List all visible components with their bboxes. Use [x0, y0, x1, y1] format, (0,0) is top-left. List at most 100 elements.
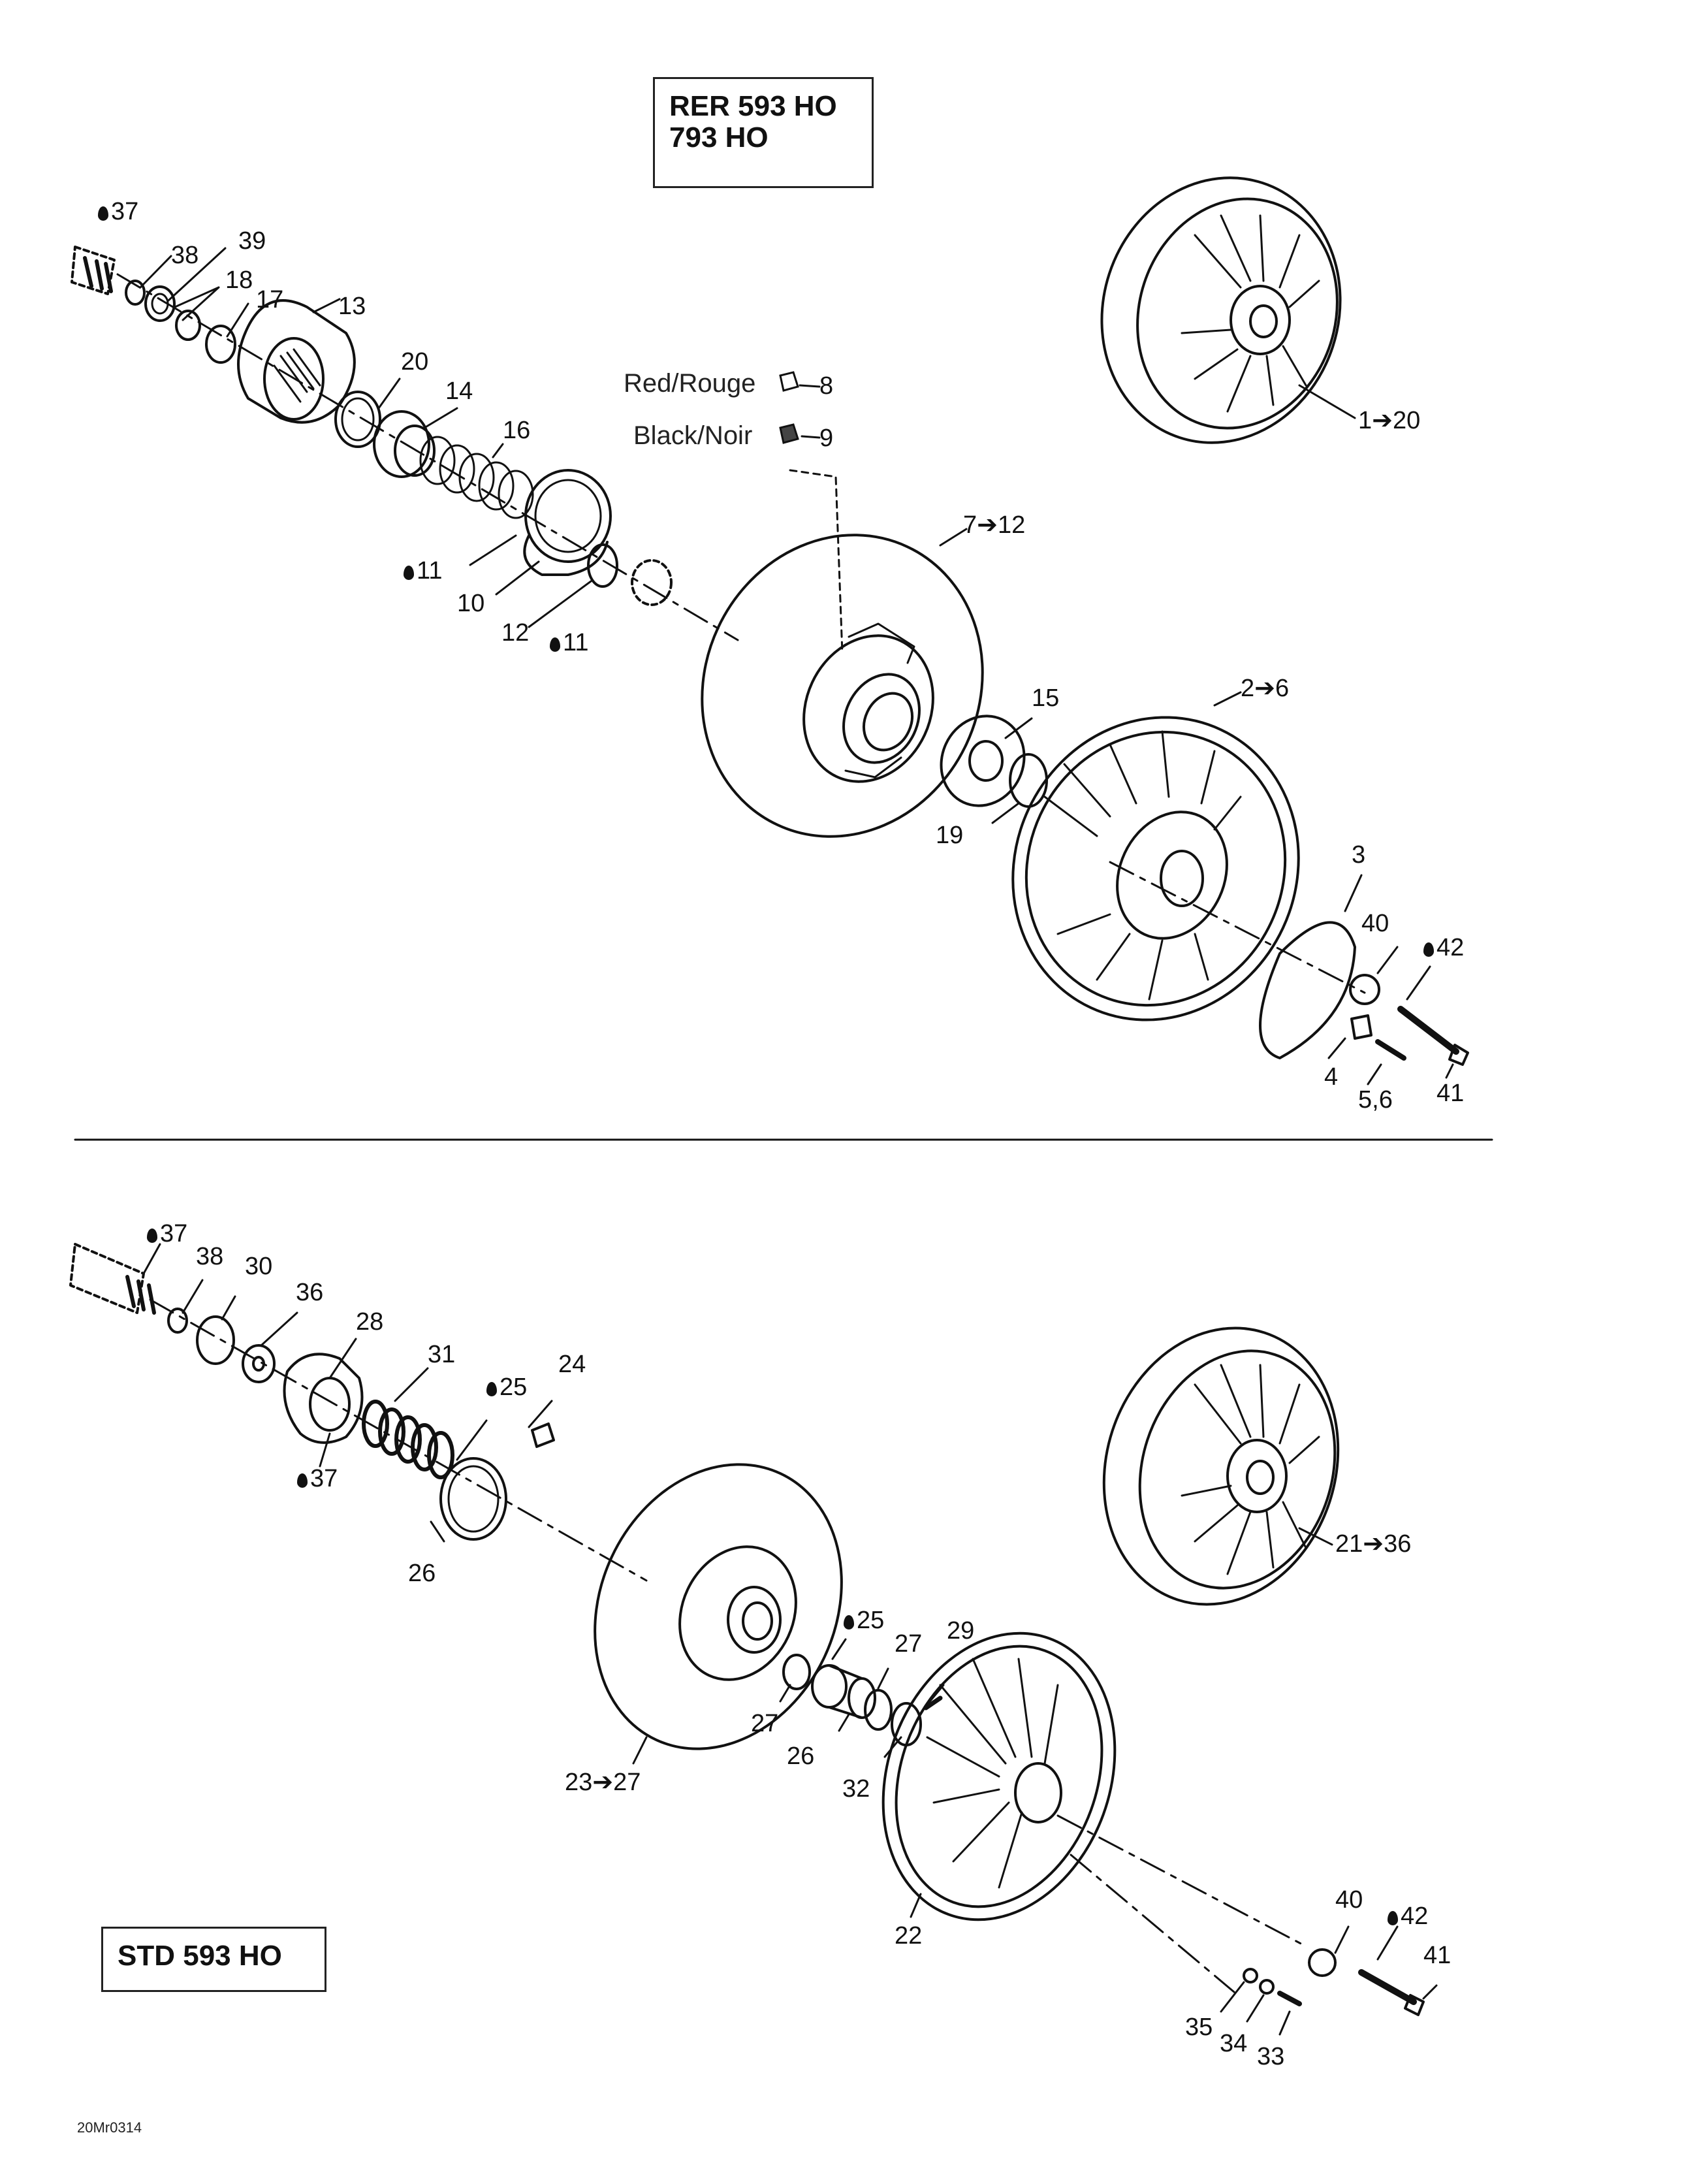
callout-c37b: 37 — [147, 1221, 187, 1246]
callout-c4t: 4 — [1324, 1065, 1338, 1089]
model-line-top-2: 793 HO — [669, 121, 769, 153]
callout-number: 42 — [1436, 934, 1465, 961]
washer-38-b — [167, 1308, 188, 1334]
callout-c18t: 18 — [225, 268, 253, 293]
cover-3 — [1259, 921, 1356, 1059]
callout-number: 24 — [558, 1351, 586, 1378]
ring-18 — [175, 310, 201, 341]
callout-c17t: 17 — [256, 287, 283, 312]
callout-number: 41 — [1436, 1080, 1465, 1107]
callout-number: 15 — [1032, 684, 1060, 712]
callout-number: 35 — [1185, 2014, 1213, 2041]
lubricant-drop-icon — [404, 566, 414, 580]
model-line-bottom-1: STD 593 HO — [118, 1940, 282, 1972]
lubricant-drop-icon — [550, 637, 560, 652]
cup-26-b — [439, 1457, 507, 1541]
callout-c35b: 35 — [1185, 2015, 1213, 2040]
callout-c41b: 41 — [1423, 1943, 1451, 1968]
callout-c34b: 34 — [1220, 2031, 1247, 2056]
callout-c20t: 20 — [401, 349, 428, 374]
centerline-bottom-3 — [1070, 1854, 1235, 1993]
callout-number: 1➔20 — [1358, 407, 1421, 434]
callout-number: 16 — [503, 417, 531, 444]
callout-c3t: 3 — [1352, 843, 1365, 867]
lubricant-drop-icon — [297, 1473, 308, 1488]
lubricant-drop-icon — [1388, 1911, 1398, 1925]
bushing-14 — [373, 410, 436, 478]
bolt-41-top — [1397, 1006, 1469, 1066]
callout-c29b: 29 — [947, 1618, 974, 1643]
callout-c28b: 28 — [356, 1309, 383, 1334]
assembled-pulley-bottom — [1102, 1326, 1340, 1606]
washer-38 — [125, 280, 146, 306]
callout-c41t: 41 — [1436, 1081, 1464, 1106]
callout-number: 38 — [196, 1243, 224, 1270]
callout-number: 3 — [1352, 841, 1366, 869]
callout-number: 25 — [857, 1607, 885, 1634]
callout-c39t: 39 — [238, 229, 266, 253]
washer-20 — [334, 391, 381, 448]
callout-c11at: 11 — [404, 558, 442, 583]
assembled-pulley-top — [1100, 176, 1342, 444]
callout-number: 7➔12 — [963, 511, 1026, 539]
callout-number: 12 — [501, 619, 530, 647]
callout-c14t: 14 — [445, 379, 473, 404]
callout-number: 34 — [1220, 2030, 1248, 2057]
callout-c13t: 13 — [338, 294, 366, 319]
callout-c10t: 10 — [457, 591, 484, 616]
callout-number: 23➔27 — [565, 1769, 641, 1796]
callout-number: 8 — [819, 372, 834, 400]
callout-c11bt: 11 — [550, 630, 588, 655]
callout-number: 11 — [563, 629, 589, 656]
color-label-red: Red/Rouge — [624, 369, 756, 398]
washer-15 — [940, 715, 1026, 807]
callout-c23to27: 23➔27 — [565, 1770, 641, 1795]
centerline-top-2 — [1109, 861, 1366, 994]
color-label-black: Black/Noir — [633, 421, 753, 450]
callout-c15t: 15 — [1032, 686, 1059, 711]
shaft-end-bottom — [69, 1243, 156, 1315]
model-box-top: RER 593 HO 793 HO — [653, 77, 874, 188]
callout-number: 33 — [1257, 2043, 1285, 2070]
callout-c26ab: 26 — [408, 1561, 436, 1586]
lubricant-drop-icon — [98, 206, 108, 221]
callout-number: 27 — [751, 1710, 779, 1737]
callout-number: 26 — [408, 1560, 436, 1587]
callout-c9t: 9 — [819, 426, 833, 451]
callout-number: 31 — [428, 1341, 456, 1368]
lubricant-drop-icon — [486, 1382, 497, 1396]
callout-c19t: 19 — [936, 823, 963, 848]
spring-16 — [419, 436, 534, 519]
callout-c37b2: 37 — [297, 1466, 338, 1491]
callout-c56t: 5,6 — [1358, 1087, 1393, 1112]
callout-c30b: 30 — [245, 1254, 272, 1279]
callout-number: 5,6 — [1358, 1086, 1393, 1114]
callout-c38b: 38 — [196, 1244, 223, 1269]
fixed-sheave-top — [1011, 716, 1300, 1021]
callout-number: 18 — [225, 266, 253, 294]
callout-c27ab: 27 — [895, 1631, 922, 1656]
callout-number: 27 — [895, 1630, 923, 1658]
callout-number: 40 — [1361, 910, 1389, 937]
nut-34-b — [1259, 1979, 1275, 1995]
callout-c40b: 40 — [1335, 1887, 1363, 1912]
lubricant-drop-icon — [1423, 942, 1434, 957]
sliding-sheave-top — [701, 534, 984, 838]
callout-number: 13 — [338, 293, 366, 320]
callout-c40t: 40 — [1361, 911, 1389, 936]
bushing-26-b — [811, 1664, 876, 1719]
callout-c2to6: 2➔6 — [1241, 676, 1289, 701]
callout-c1to20: 1➔20 — [1358, 408, 1420, 433]
callout-number: 36 — [296, 1279, 324, 1306]
leader-9-dashed — [789, 469, 844, 654]
callout-number: 2➔6 — [1241, 675, 1290, 702]
model-line-top-1: RER 593 HO — [669, 90, 837, 122]
lubricant-drop-icon — [844, 1615, 854, 1630]
callout-c38t: 38 — [171, 243, 198, 268]
washer-40-top — [1349, 974, 1380, 1005]
callout-c42t: 42 — [1423, 935, 1464, 960]
centerline-top — [116, 273, 739, 641]
